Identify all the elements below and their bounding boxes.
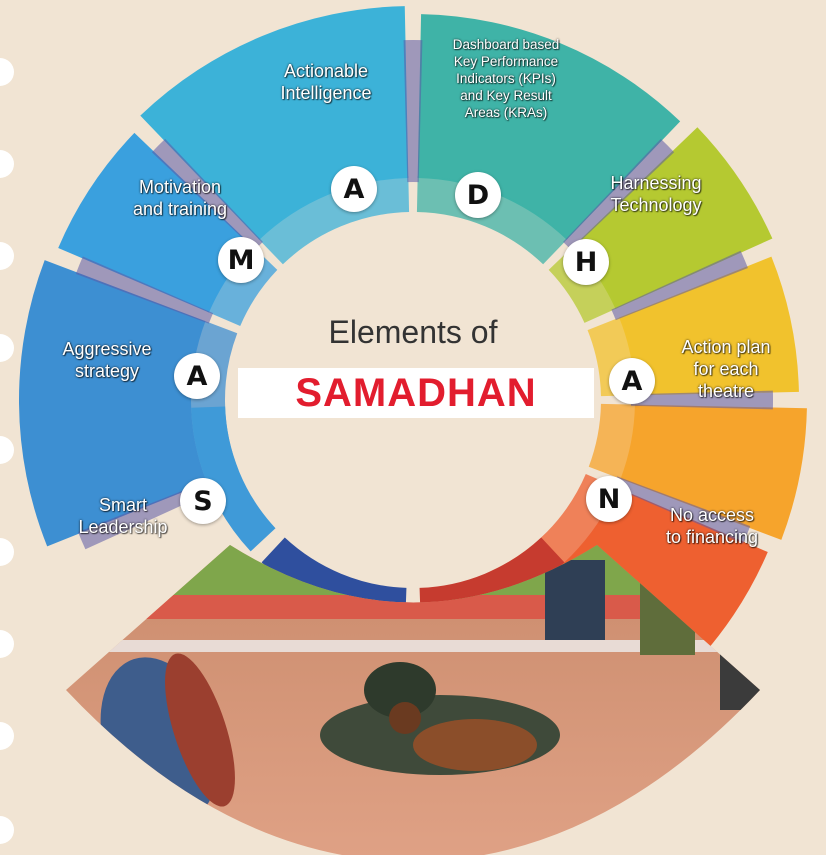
segment-badge-n: N: [586, 476, 632, 522]
segment-divider: [611, 250, 748, 321]
segment-badge-a2: A: [331, 166, 377, 212]
segment-divider: [563, 138, 675, 250]
segment-badge-h: H: [563, 239, 609, 285]
segment-label-dashboard-kpis: Dashboard based Key Performance Indicato…: [452, 37, 560, 120]
segment-label-motivation: Motivation and training: [132, 177, 228, 219]
edge-dot: [0, 816, 14, 844]
edge-dot: [0, 630, 14, 658]
soldier-and-dog: [320, 662, 560, 775]
edge-dot: [0, 58, 14, 86]
segment-badge-d: D: [455, 172, 501, 218]
segment-badge-s: S: [180, 478, 226, 524]
segment-label-aggressive-strategy: Aggressive strategy: [62, 339, 152, 381]
wheel-segment: [620, 404, 807, 540]
bottom-ring-segment: [191, 406, 276, 552]
segment-label-harnessing-technology: Harnessing Technology: [610, 173, 702, 215]
edge-dot: [0, 334, 14, 362]
segment-divider: [75, 256, 214, 324]
edge-dot: [0, 722, 14, 750]
wheel-segment: [18, 260, 207, 547]
segment-label-action-plan: Action plan for each theatre: [681, 337, 771, 401]
segment-label-no-access: No access to financing: [665, 505, 759, 547]
segment-badge-a3: A: [609, 358, 655, 404]
segment-label-actionable-intelligence: Actionable Intelligence: [280, 61, 372, 103]
wheel-segment-inner: [588, 403, 637, 480]
edge-dot: [0, 242, 14, 270]
edge-dot: [0, 436, 14, 464]
wheel-segment: [619, 256, 799, 396]
segment-divider: [151, 138, 263, 250]
wheel-segment: [573, 127, 773, 309]
segment-badge-a1: A: [174, 353, 220, 399]
segment-divider: [612, 476, 751, 544]
edge-dot: [0, 150, 14, 178]
center-name: SAMADHAN: [295, 371, 537, 415]
segment-label-smart-leadership: Smart Leadership: [78, 495, 168, 537]
segment-divider: [630, 390, 773, 410]
center-band: [238, 368, 594, 418]
segment-divider: [403, 40, 423, 183]
segment-badge-m: M: [218, 237, 264, 283]
center-title: Elements of: [328, 314, 498, 350]
wheel-segment-inner: [416, 176, 569, 265]
edge-dot: [0, 538, 14, 566]
